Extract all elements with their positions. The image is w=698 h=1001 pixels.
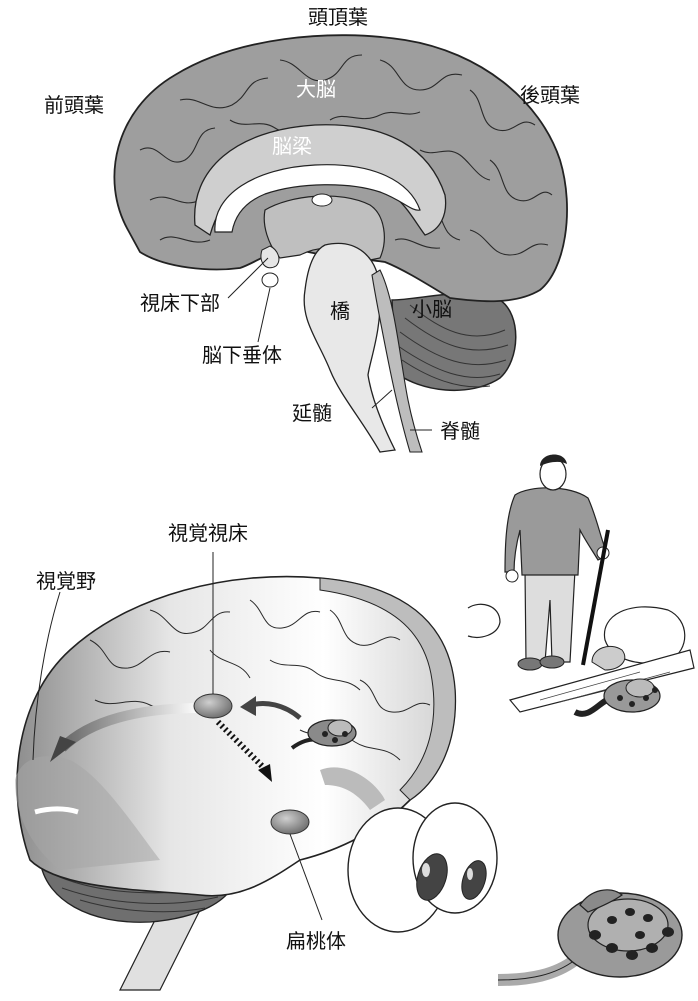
label-visual-thalamus: 視覚視床: [168, 521, 248, 545]
label-corpus-callosum: 脳梁: [272, 134, 312, 158]
hiker-jacket: [505, 488, 608, 575]
label-amygdala: 扁桃体: [286, 929, 346, 953]
lateral-brain: [15, 552, 497, 990]
cerebellum-ridges: [392, 293, 516, 390]
label-hypothalamus: 視床下部: [140, 291, 220, 315]
label-pons: 橋: [330, 299, 350, 323]
pituitary: [262, 273, 278, 287]
eyes: [348, 803, 497, 932]
label-occipital-lobe: 後頭葉: [520, 83, 580, 107]
sagittal-brain: [114, 35, 567, 452]
label-parietal-lobe: 頭頂葉: [308, 5, 368, 29]
label-spinal-cord: 脊髄: [440, 419, 480, 443]
rock-left: [468, 604, 500, 637]
visual-thalamus-node: [194, 694, 232, 718]
hiker-hand-left: [506, 570, 518, 582]
label-medulla: 延髄: [292, 401, 332, 425]
label-visual-cortex: 視覚野: [36, 569, 96, 593]
large-snake: [498, 890, 682, 980]
label-cerebellum: 小脳: [412, 297, 452, 321]
hiker-shoe-right: [540, 656, 564, 668]
hiker-scene: [468, 454, 694, 713]
thalamus-hole: [312, 194, 332, 206]
label-cerebrum: 大脳: [296, 77, 336, 101]
amygdala-node: [271, 810, 309, 834]
hiker-shoe-left: [518, 658, 542, 670]
rock-small: [592, 646, 625, 670]
hiker-legs: [525, 570, 575, 662]
label-pituitary: 脳下垂体: [202, 343, 282, 367]
label-frontal-lobe: 前頭葉: [44, 93, 104, 117]
